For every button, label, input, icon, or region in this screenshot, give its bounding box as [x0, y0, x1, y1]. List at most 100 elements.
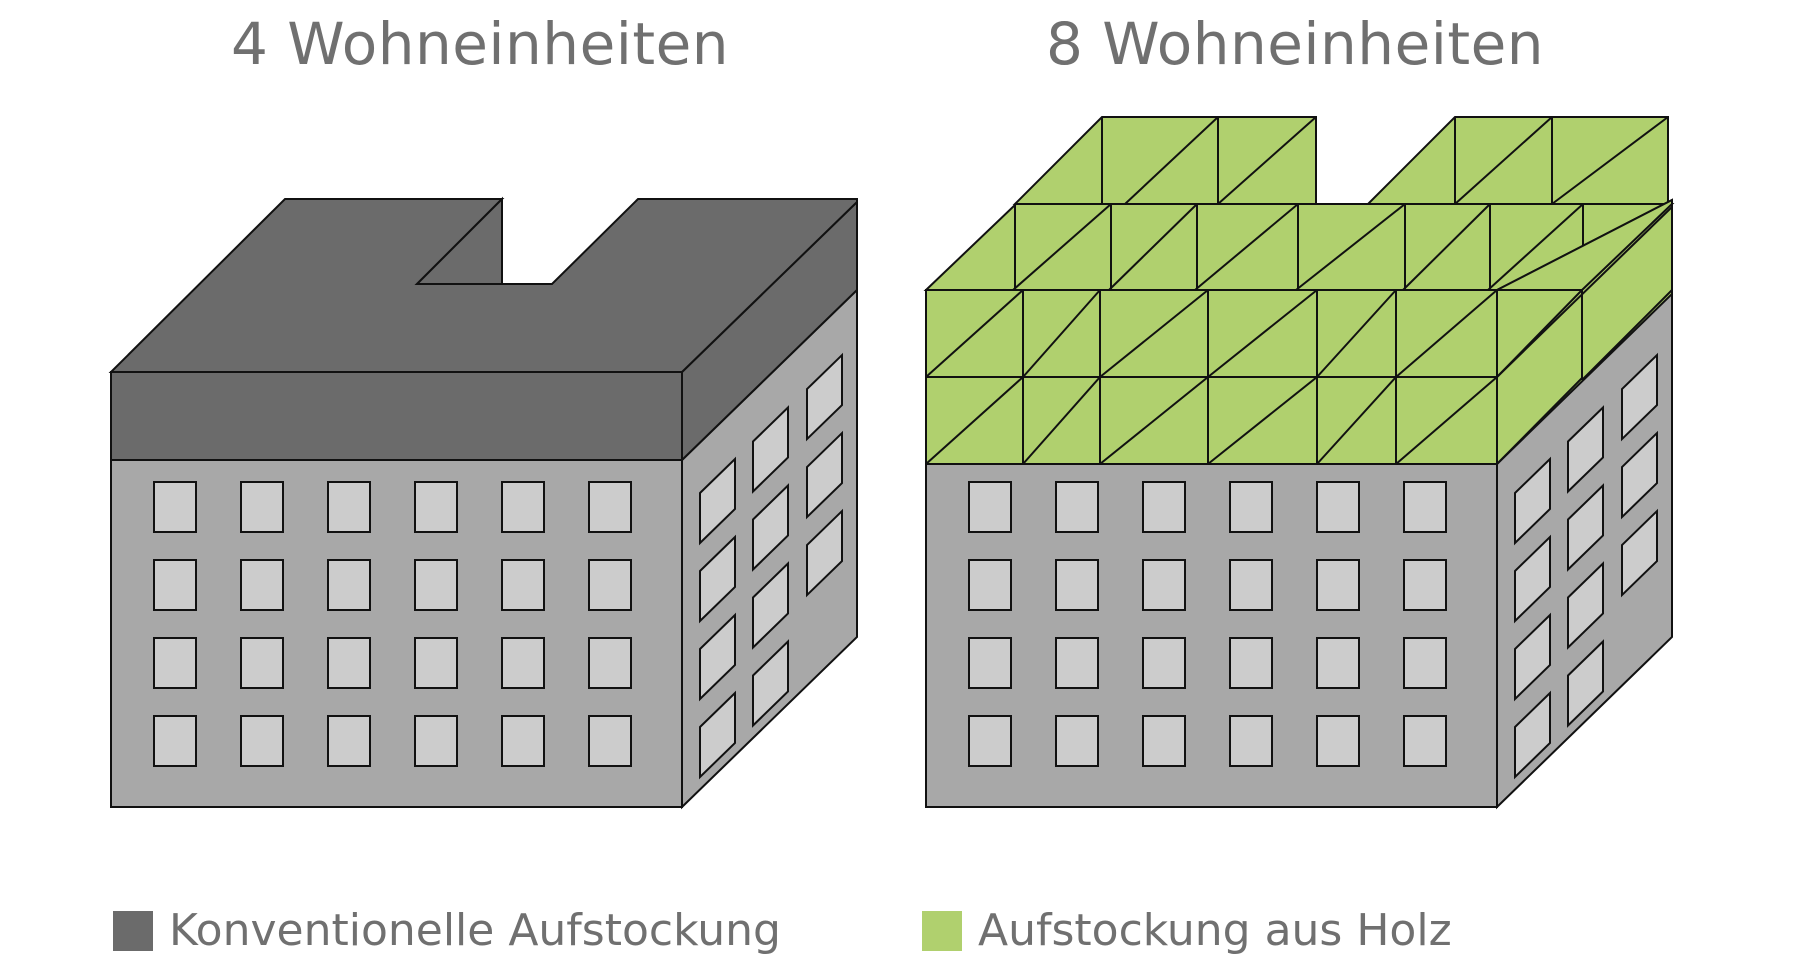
timber-diagonal-brace [1022, 289, 1101, 378]
side-window [752, 639, 789, 728]
timber-diagonal-brace [1124, 116, 1219, 205]
front-window [588, 715, 632, 767]
front-window [414, 715, 458, 767]
side-window [1514, 612, 1551, 702]
timber-diagonal-brace [1295, 203, 1406, 291]
front-window [1403, 559, 1447, 611]
side-window [1567, 639, 1604, 728]
front-window [327, 715, 371, 767]
side-window [699, 534, 736, 624]
front-window [1142, 637, 1186, 689]
timber-side-upper [1496, 198, 1673, 291]
timber-diagonal-brace [1496, 289, 1583, 378]
side-window [699, 456, 736, 546]
front-window [240, 715, 284, 767]
front-window [327, 481, 371, 533]
legend-swatch-conventional [113, 910, 153, 951]
front-window [1055, 715, 1099, 767]
left-panel-title: 4 Wohneinheiten [230, 10, 730, 78]
front-window [240, 481, 284, 533]
timber-diagonal-brace [925, 376, 1024, 465]
front-window [968, 481, 1012, 533]
side-window [752, 405, 789, 494]
timber-diagonal-brace [1217, 116, 1317, 205]
front-window [1316, 715, 1360, 767]
timber-diagonal-brace [1108, 203, 1198, 291]
roof-notch-wall [414, 196, 503, 285]
front-window [414, 637, 458, 689]
timber-diagonal-brace [1207, 376, 1318, 465]
front-window [240, 637, 284, 689]
front-window [968, 559, 1012, 611]
side-window [806, 508, 843, 598]
timber-crown-right [1365, 116, 1669, 205]
front-window [501, 715, 545, 767]
timber-diagonal-brace [1316, 376, 1397, 465]
front-window [501, 481, 545, 533]
front-window [327, 637, 371, 689]
timber-diagonal-brace [1012, 203, 1112, 291]
side-window [1514, 534, 1551, 624]
legend-item-conventional: Konventionelle Aufstockung [113, 905, 781, 956]
timber-diagonal-brace [1402, 203, 1491, 291]
timber-crown-left [1012, 116, 1317, 205]
front-window [1055, 559, 1099, 611]
side-window [1567, 483, 1604, 572]
timber-diagonal-brace [1099, 376, 1209, 465]
front-window [1403, 637, 1447, 689]
timber-diagonal-brace [1316, 289, 1397, 378]
side-window [1621, 352, 1658, 442]
front-window [1055, 637, 1099, 689]
timber-diagonal-brace [1454, 116, 1553, 205]
front-window [588, 637, 632, 689]
side-window [806, 430, 843, 520]
front-window [153, 559, 197, 611]
front-window [1142, 559, 1186, 611]
front-window [968, 637, 1012, 689]
side-window [1567, 561, 1604, 650]
timber-diagonal-brace [1551, 116, 1669, 205]
front-window [1229, 637, 1273, 689]
side-window [1514, 456, 1551, 546]
side-window [752, 483, 789, 572]
timber-module-seam [1496, 206, 1673, 378]
roof-front-face [110, 371, 683, 461]
timber-extension-building [923, 116, 1675, 810]
front-window [1229, 481, 1273, 533]
front-window [1403, 481, 1447, 533]
front-window [414, 559, 458, 611]
timber-diagonal-brace [1395, 289, 1498, 378]
front-window [1142, 481, 1186, 533]
side-window [1567, 405, 1604, 494]
timber-diagonal-brace [1395, 376, 1498, 465]
front-window [501, 559, 545, 611]
side-window [699, 612, 736, 702]
conventional-building [108, 196, 858, 810]
timber-diagonal-brace [1207, 289, 1318, 378]
roof-top [108, 198, 858, 373]
timber-diagonal-brace [925, 289, 1024, 378]
timber-diagonal-brace [1022, 376, 1101, 465]
side-window [806, 352, 843, 442]
legend-label-conventional: Konventionelle Aufstockung [169, 905, 781, 956]
legend-item-timber: Aufstockung aus Holz [922, 905, 1452, 956]
front-window [153, 481, 197, 533]
front-window [327, 559, 371, 611]
front-window [414, 481, 458, 533]
side-window [1514, 690, 1551, 780]
front-window [1229, 559, 1273, 611]
side-window [699, 690, 736, 780]
side-window [1621, 508, 1658, 598]
front-window [588, 481, 632, 533]
legend-swatch-timber [922, 910, 962, 951]
front-window [1316, 481, 1360, 533]
front-window [1142, 715, 1186, 767]
timber-diagonal-brace [1496, 377, 1583, 465]
front-window [1316, 637, 1360, 689]
front-window [153, 637, 197, 689]
timber-diagonal-brace [1581, 289, 1673, 381]
front-window [1403, 715, 1447, 767]
right-panel-title: 8 Wohneinheiten [1045, 10, 1545, 78]
front-window [153, 715, 197, 767]
